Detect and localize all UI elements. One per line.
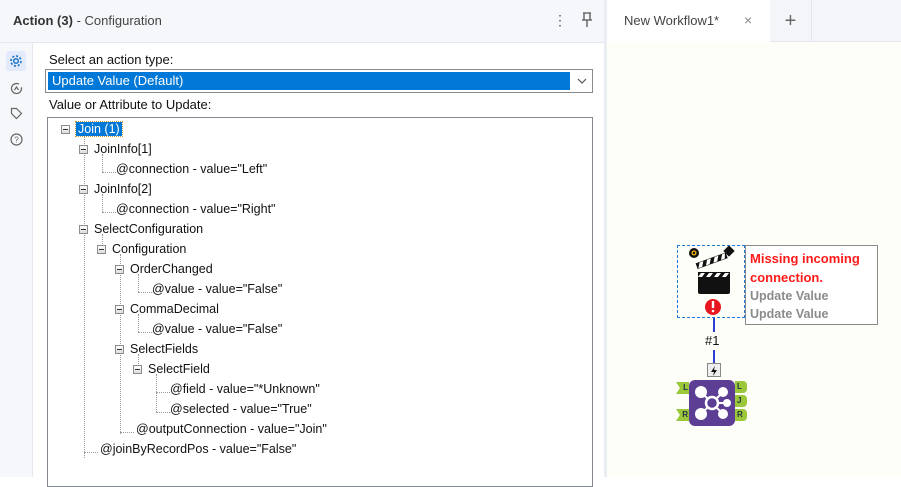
connection-line[interactable] [713, 350, 715, 363]
collapse-toggle[interactable] [133, 365, 142, 374]
tree-node[interactable]: OrderChanged [130, 262, 213, 276]
connection-line[interactable] [713, 318, 715, 332]
tooltip-annotation-1: Update Value [750, 289, 829, 303]
collapse-toggle[interactable] [79, 145, 88, 154]
rotate-arrow-icon [10, 82, 22, 94]
collapse-toggle[interactable] [79, 225, 88, 234]
join-tool[interactable] [689, 380, 735, 426]
tree-line [138, 314, 139, 332]
join-output-anchor-left[interactable]: L [735, 381, 747, 393]
workflow-tabbar: New Workflow1* × + [607, 0, 901, 42]
tree-node[interactable]: JoinInfo[2] [94, 182, 152, 196]
tree-line [102, 194, 103, 212]
sidebar-item-annotation[interactable] [6, 78, 26, 98]
lightning-icon [711, 366, 717, 376]
tree-line [138, 332, 152, 333]
collapse-toggle[interactable] [97, 245, 106, 254]
join-output-anchor-join[interactable]: J [735, 395, 747, 407]
close-icon[interactable]: × [744, 12, 753, 28]
tree-line [138, 274, 139, 292]
kebab-menu-icon[interactable]: ⋮ [553, 12, 567, 28]
sidebar-item-help[interactable]: ? [6, 129, 26, 149]
tree-line [120, 254, 121, 434]
tree-line [156, 392, 170, 393]
tree-node[interactable]: @field - value="*Unknown" [170, 382, 320, 396]
tree-node[interactable]: CommaDecimal [130, 302, 219, 316]
collapse-toggle[interactable] [115, 305, 124, 314]
xml-tree[interactable]: Join (1) JoinInfo[1] @connection - value… [47, 117, 593, 487]
tree-node[interactable]: Configuration [112, 242, 187, 256]
config-sidebar: ? [0, 43, 33, 477]
collapse-toggle[interactable] [115, 345, 124, 354]
configuration-content: Select an action type: Update Value (Def… [33, 43, 604, 487]
tree-node[interactable]: SelectConfiguration [94, 222, 204, 236]
add-tab-button[interactable]: + [770, 0, 812, 42]
panel-splitter[interactable] [604, 0, 607, 477]
tree-line [156, 374, 157, 412]
tab-label: New Workflow1* [624, 13, 720, 28]
tree-line [102, 172, 116, 173]
join-tool-icon [695, 386, 731, 420]
tree-node[interactable]: @value - value="False" [152, 282, 283, 296]
sidebar-item-tags[interactable] [6, 103, 26, 123]
chevron-down-icon [577, 78, 587, 84]
action-tool-icon[interactable] [684, 246, 740, 318]
join-input-anchor-left[interactable]: L [676, 382, 689, 394]
connection-label: #1 [705, 333, 720, 348]
panel-header: Action (3) - Configuration ⋮ [0, 0, 606, 43]
tooltip-annotation-2: Update Value [750, 307, 829, 321]
tree-line [156, 412, 170, 413]
collapse-toggle[interactable] [61, 125, 70, 134]
tree-node[interactable]: @joinByRecordPos - value="False" [100, 442, 297, 456]
tree-line [102, 212, 116, 213]
control-param-anchor[interactable] [707, 363, 721, 377]
tree-node[interactable]: Join (1) [75, 121, 123, 138]
tree-node-label: Join (1) [75, 121, 123, 137]
tooltip-error-line1: Missing incoming [750, 251, 860, 266]
tree-line [84, 452, 98, 453]
action-type-value: Update Value (Default) [48, 72, 570, 90]
tree-node[interactable]: @value - value="False" [152, 322, 283, 336]
tree-node[interactable]: @connection - value="Right" [116, 202, 276, 216]
tree-label: Value or Attribute to Update: [49, 97, 212, 112]
tree-node[interactable]: SelectField [148, 362, 210, 376]
tree-node[interactable]: @connection - value="Left" [116, 162, 268, 176]
tree-node[interactable]: @selected - value="True" [170, 402, 312, 416]
svg-text:?: ? [14, 135, 19, 144]
tree-line [120, 432, 134, 433]
tree-line [138, 292, 152, 293]
tree-node[interactable]: @outputConnection - value="Join" [136, 422, 327, 436]
panel-title-suffix: - Configuration [72, 13, 162, 28]
tree-line [84, 135, 85, 458]
join-input-anchor-right[interactable]: R [676, 409, 689, 421]
tooltip-error-line2: connection. [750, 270, 823, 285]
error-badge-icon [705, 299, 721, 315]
tag-icon [10, 107, 22, 119]
action-tool-selection[interactable] [677, 245, 745, 318]
collapse-toggle[interactable] [79, 185, 88, 194]
configuration-panel: Action (3) - Configuration ⋮ ? Select an… [0, 0, 606, 487]
panel-title-tool: Action (3) [13, 13, 73, 28]
collapse-toggle[interactable] [115, 265, 124, 274]
help-icon: ? [9, 132, 23, 146]
action-type-label: Select an action type: [49, 52, 174, 67]
tree-line [102, 154, 103, 172]
tree-line [102, 234, 103, 252]
join-output-anchor-right[interactable]: R [735, 409, 747, 421]
panel-title: Action (3) - Configuration [13, 13, 162, 28]
pin-icon[interactable] [580, 11, 594, 29]
gear-icon [10, 55, 22, 67]
tree-node[interactable]: JoinInfo[1] [94, 142, 152, 156]
action-type-select[interactable]: Update Value (Default) [45, 69, 593, 93]
sidebar-item-configuration[interactable] [6, 51, 26, 71]
tree-line [138, 354, 139, 372]
error-tooltip: Missing incoming connection. Update Valu… [745, 245, 878, 325]
tree-node[interactable]: SelectFields [130, 342, 199, 356]
tab-new-workflow1[interactable]: New Workflow1* × [607, 0, 770, 42]
